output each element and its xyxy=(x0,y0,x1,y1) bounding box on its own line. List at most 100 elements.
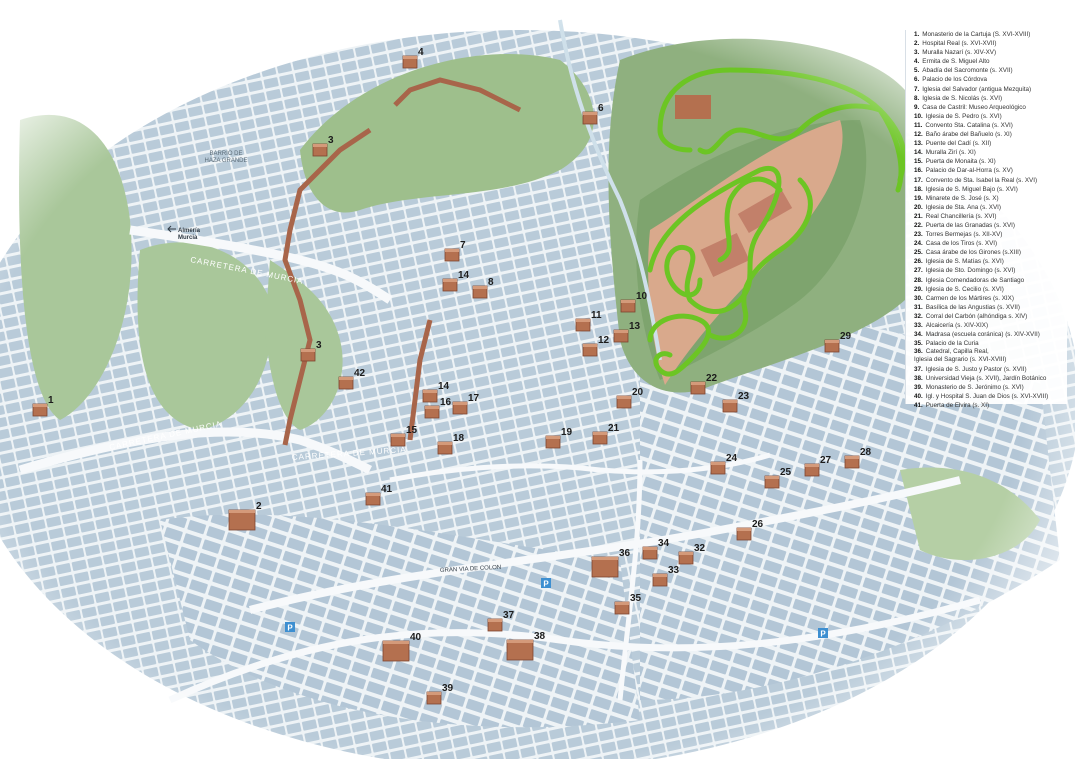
legend-item: 26.Iglesia de S. Matías (s. XVI) xyxy=(914,257,1065,266)
legend-item-text: Monasterio de S. Jerónimo (s. XVI) xyxy=(925,383,1024,391)
legend-item: 32.Corral del Carbón (alhóndiga s. XIV) xyxy=(914,312,1065,321)
legend-item-number: 28. xyxy=(914,276,923,284)
legend-item-text: Iglesia Comendadoras de Santiago xyxy=(925,276,1025,284)
legend-item-number: 34. xyxy=(914,331,923,339)
monument-roof xyxy=(615,602,629,605)
legend-item-text: Casa de Castril: Museo Arqueológico xyxy=(922,103,1026,111)
legend-item: 39.Monasterio de S. Jerónimo (s. XVI) xyxy=(914,383,1065,392)
monument-number-label: 16 xyxy=(440,397,452,408)
monument-roof xyxy=(443,279,457,282)
legend-item: 36.Catedral, Capilla Real, Iglesia del S… xyxy=(914,348,1065,364)
legend-item-number: 26. xyxy=(914,258,923,266)
monument-number-label: 39 xyxy=(442,683,454,694)
monument-number-label: 14 xyxy=(458,270,470,281)
legend-item: 41.Puerta de Elvira (s. XI) xyxy=(914,401,1065,410)
legend-item-text: Madrasa (escuela coránica) (s. XIV-XVII) xyxy=(925,331,1040,339)
legend-item-number: 21. xyxy=(914,212,923,220)
legend-item-number: 36. xyxy=(914,348,923,356)
monument-number-label: 19 xyxy=(561,427,573,438)
legend-item: 25.Casa árabe de los Girones (s.XIII) xyxy=(914,248,1065,257)
parking-symbol xyxy=(541,578,551,588)
direction-arrow-icon xyxy=(167,225,176,233)
monument-number-label: 25 xyxy=(780,467,792,478)
legend-item-number: 39. xyxy=(914,383,923,391)
legend-item-number: 23. xyxy=(914,231,923,239)
legend-item: 3.Muralla Nazarí (s. XIV-XV) xyxy=(914,48,1065,57)
legend-item: 9.Casa de Castril: Museo Arqueológico xyxy=(914,103,1065,112)
monument-roof xyxy=(845,456,859,459)
monument-roof xyxy=(617,396,631,399)
legend-item-text: Puente del Cadí (s. XII) xyxy=(925,140,992,148)
monument-roof xyxy=(366,493,380,496)
legend-item-number: 12. xyxy=(914,131,923,139)
legend-item-number: 31. xyxy=(914,303,923,311)
monument-roof xyxy=(723,400,737,403)
legend-item: 7.Iglesia del Salvador (antigua Mezquita… xyxy=(914,85,1065,94)
legend-item: 35.Palacio de la Curia xyxy=(914,339,1065,348)
legend-item-number: 38. xyxy=(914,374,923,382)
area-label-murcia: Murcia xyxy=(178,235,198,241)
legend-item: 40.Igl. y Hospital S. Juan de Dios (s. X… xyxy=(914,392,1065,401)
monument-roof xyxy=(691,382,705,385)
monument-roof xyxy=(488,619,502,622)
area-label-almeria: Almería xyxy=(178,228,201,234)
legend-item: 38.Universidad Vieja (s. XVII), Jardín B… xyxy=(914,374,1065,383)
legend-item-number: 19. xyxy=(914,194,923,202)
legend-item-number: 32. xyxy=(914,312,923,320)
legend-item-number: 40. xyxy=(914,392,923,400)
monument-roof xyxy=(592,557,618,560)
monument-roof xyxy=(711,462,725,465)
legend-item-number: 8. xyxy=(914,94,920,102)
legend-item-number: 1. xyxy=(914,31,920,38)
legend-item: 17.Convento de Sta. Isabel la Real (s. X… xyxy=(914,176,1065,185)
legend-item: 10.Iglesia de S. Pedro (s. XVI) xyxy=(914,112,1065,121)
monument-roof xyxy=(445,249,459,252)
legend-item: 23.Torres Bermejas (s. XII-XV) xyxy=(914,230,1065,239)
monument-roof xyxy=(621,300,635,303)
monument-number-label: 35 xyxy=(630,593,642,604)
monument-number-label: 38 xyxy=(534,631,546,642)
legend-item-text: Carmen de los Mártires (s. XIX) xyxy=(925,294,1014,302)
monument-number-label: 36 xyxy=(619,548,631,559)
legend-item-number: 2. xyxy=(914,40,920,48)
monument-roof xyxy=(453,402,467,405)
monument-number-label: 41 xyxy=(381,484,393,495)
area-label-barrio: BARRIO DE xyxy=(209,151,242,157)
legend-item-text: Iglesia de S. Matías (s. XVI) xyxy=(925,258,1004,266)
monument-roof xyxy=(229,510,255,513)
monument-number-label: 13 xyxy=(629,321,641,332)
monument-number-label: 7 xyxy=(460,240,466,251)
parking-symbol-letter: P xyxy=(287,624,293,633)
legend-item-text: Iglesia del Salvador (antigua Mezquita) xyxy=(922,85,1032,93)
legend-item: 15.Puerta de Monaita (s. XI) xyxy=(914,157,1065,166)
legend-item-number: 25. xyxy=(914,249,923,257)
parking-symbol-letter: P xyxy=(820,630,826,639)
legend-item-number: 24. xyxy=(914,240,923,248)
legend-item-text: Monasterio de la Cartuja (S. XVI-XVIII) xyxy=(922,31,1031,38)
legend-item: 8.Iglesia de S. Nicolás (s. XVI) xyxy=(914,94,1065,103)
legend-item-number: 20. xyxy=(914,203,923,211)
legend-item: 12.Baño árabe del Bañuelo (s. XI) xyxy=(914,130,1065,139)
monument-roof xyxy=(427,692,441,695)
monument-number-label: 8 xyxy=(488,277,494,288)
monument-roof xyxy=(33,404,47,407)
legend-item: 24.Casa de los Tiros (s. XVI) xyxy=(914,239,1065,248)
monument-number-label: 37 xyxy=(503,610,515,621)
legend-item: 19.Minarete de S. José (s. X) xyxy=(914,194,1065,203)
legend-item-text: Muralla Zirí (s. XI) xyxy=(925,149,976,157)
legend-item-number: 13. xyxy=(914,140,923,148)
monument-roof xyxy=(507,640,533,643)
legend-item: 29.Iglesia de S. Cecilio (s. XVI) xyxy=(914,285,1065,294)
legend-item-text: Baño árabe del Bañuelo (s. XI) xyxy=(925,131,1012,139)
parking-symbol xyxy=(285,622,295,632)
legend-item-number: 37. xyxy=(914,365,923,373)
legend-item-number: 15. xyxy=(914,158,923,166)
legend-item-number: 41. xyxy=(914,402,923,410)
legend-item-number: 4. xyxy=(914,58,920,66)
legend-item: 14.Muralla Zirí (s. XI) xyxy=(914,148,1065,157)
legend-item-number: 10. xyxy=(914,112,923,120)
legend-item-text: Abadía del Sacromonte (s. XVII) xyxy=(922,67,1013,75)
legend-item-number: 18. xyxy=(914,185,923,193)
